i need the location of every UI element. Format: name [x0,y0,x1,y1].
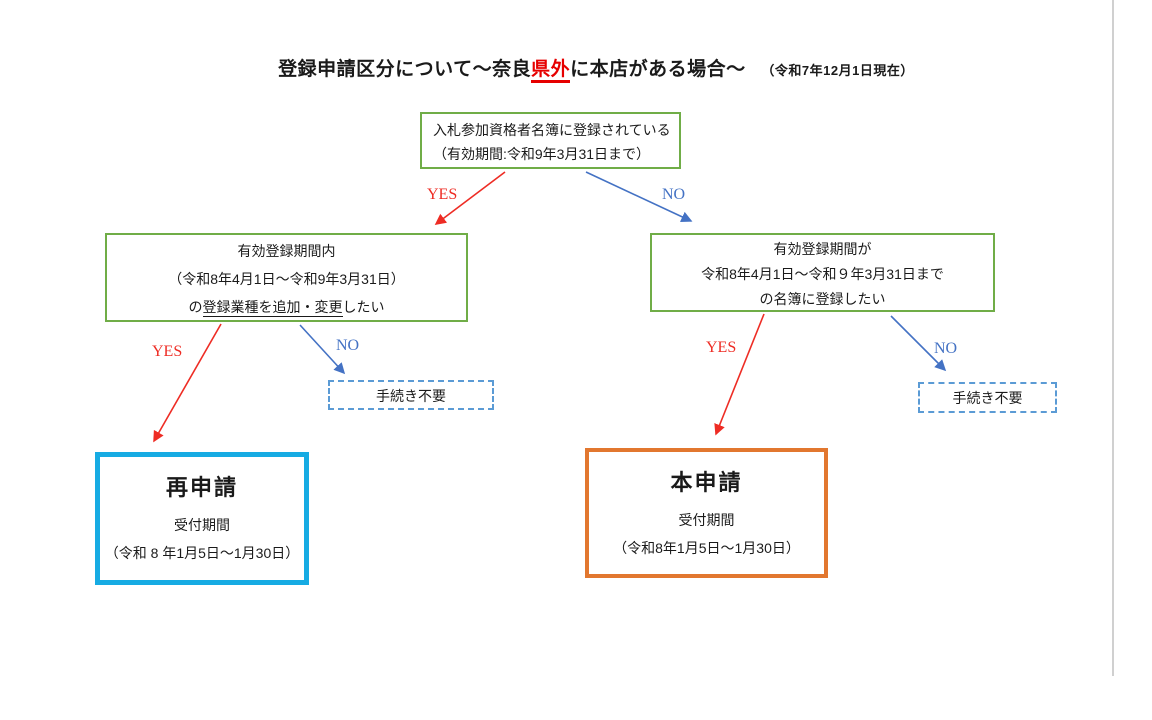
node-right-no-procedure: 手続き不要 [918,382,1057,413]
mainsubmit-title: 本申請 [670,470,743,495]
resubmit-subtitle: 受付期間 [174,517,230,533]
label-left-no: NO [336,337,360,354]
root-line2: （有効期間:令和9年3月31日まで） [433,146,651,162]
mainsubmit-subtitle: 受付期間 [678,512,735,528]
arrow-left-yes [153,323,222,443]
node-left-no-procedure: 手続き不要 [328,380,494,410]
node-left-question: 有効登録期間内 （令和8年4月1日～令和9年3月31日） の登録業種を追加・変更… [105,233,468,322]
mainsubmit-period: （令和8年1月5日～1月30日） [613,540,800,556]
node-resubmit: 再申請 受付期間 （令和 8 年1月5日～1月30日） [95,452,309,585]
title-text-pre: 登録申請区分について～奈良 [278,59,532,80]
title-text-post: に本店がある場合～ [570,59,746,80]
label-left-yes: YES [152,343,183,360]
resubmit-title: 再申請 [165,475,238,500]
right-line2: 令和8年4月1日～令和９年3月31日まで [701,266,944,282]
root-line1: 入札参加資格者名簿に登録されている [433,122,671,138]
page-edge-line [1112,0,1114,676]
left-line1: 有効登録期間内 [237,243,336,259]
node-right-question: 有効登録期間が 令和8年4月1日～令和９年3月31日まで の名簿に登録したい [650,233,995,312]
left-line3-pre: の [188,299,203,315]
resubmit-period: （令和 8 年1月5日～1月30日） [104,545,300,561]
label-root-no: NO [662,186,686,203]
right-line1: 有効登録期間が [773,241,872,257]
label-right-no: NO [934,340,958,357]
left-line3-post: したい [342,299,385,315]
left-line3: の登録業種を追加・変更したい [107,293,466,321]
label-root-yes: YES [427,186,458,203]
right-line3: の名簿に登録したい [759,291,886,307]
node-main-application: 本申請 受付期間 （令和8年1月5日～1月30日） [585,448,828,578]
left-line2: （令和8年4月1日～令和9年3月31日） [168,271,405,287]
page-title: 登録申請区分について～奈良県外に本店がある場合～ （令和7年12月1日現在） [0,54,1152,83]
arrow-right-yes [714,313,765,436]
title-date-note: （令和7年12月1日現在） [761,63,914,78]
node-root-registered: 入札参加資格者名簿に登録されている （有効期間:令和9年3月31日まで） [420,112,681,169]
title-highlight-kengai: 県外 [531,59,571,83]
left-line3-underlined: 登録業種を追加・変更 [202,299,343,317]
label-right-yes: YES [706,339,737,356]
